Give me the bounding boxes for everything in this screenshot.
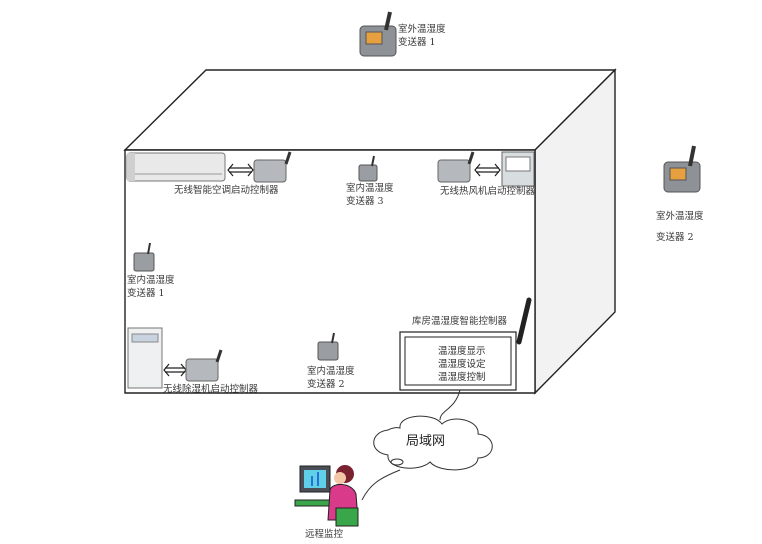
room-box (123, 68, 617, 395)
network-cable (439, 389, 461, 421)
smart-controller-function: 温湿度设定 (438, 359, 486, 370)
cable-coil-icon (390, 458, 404, 466)
indoor-sensor-3-label: 室内温湿度变送器 3 (346, 183, 394, 207)
double-arrow-icon (227, 163, 254, 177)
smart-controller-panel (399, 297, 532, 391)
heater-controller-icon (437, 151, 475, 183)
indoor-sensor-2-icon (317, 332, 339, 361)
outdoor-sensor-2-icon (663, 145, 701, 193)
smart-controller-functions: 温湿度显示 温湿度设定 温湿度控制 (438, 345, 486, 384)
dehumidifier-controller-label: 无线除湿机启动控制器 (163, 384, 259, 395)
ac-controller-icon (253, 151, 292, 183)
heater-icon (501, 151, 535, 187)
dehumidifier-controller-icon (185, 349, 223, 382)
outdoor-sensor-2-label: 室外温湿度变送器 2 (656, 211, 704, 243)
smart-controller-function: 温湿度控制 (438, 372, 486, 383)
remote-monitoring-label: 远程监控 (305, 529, 344, 540)
smart-controller-function: 温湿度显示 (438, 346, 486, 357)
indoor-sensor-1-icon (133, 242, 155, 272)
network-label: 局域网 (406, 434, 446, 449)
air-conditioner-icon (126, 152, 226, 182)
heater-controller-label: 无线热风机启动控制器 (440, 186, 536, 197)
indoor-sensor-2-label: 室内温湿度变送器 2 (307, 366, 355, 390)
outdoor-sensor-1-icon (359, 11, 397, 57)
ac-controller-label: 无线智能空调启动控制器 (174, 185, 279, 196)
network-cloud-icon (373, 415, 493, 471)
outdoor-sensor-1-label: 室外温湿度变送器 1 (398, 24, 446, 48)
indoor-sensor-3-icon (358, 155, 378, 182)
indoor-sensor-1-label: 室内温湿度变送器 1 (127, 275, 175, 299)
remote-operator-icon (294, 465, 359, 527)
dehumidifier-icon (127, 327, 163, 389)
double-arrow-icon (474, 163, 501, 177)
smart-controller-title: 库房温湿度智能控制器 (412, 316, 508, 327)
remote-cable (361, 469, 401, 501)
